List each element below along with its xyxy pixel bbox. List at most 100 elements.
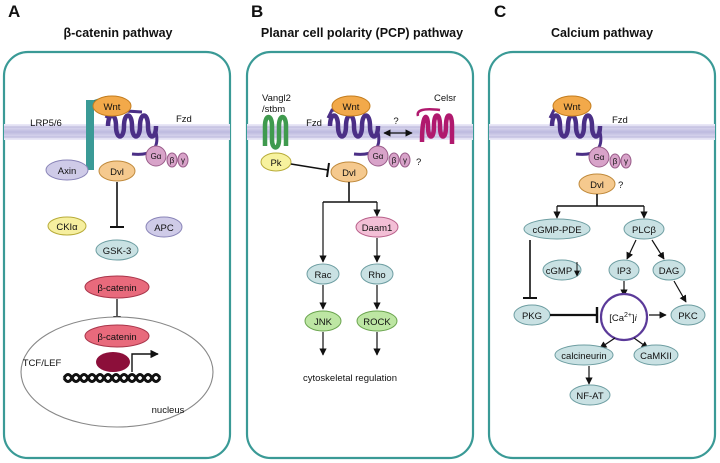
cytoskeletal-label: cytoskeletal regulation xyxy=(303,373,397,384)
ip3-node xyxy=(608,259,640,281)
fzd-label: Fzd xyxy=(176,114,192,125)
bcatenin-nuclear-label: β-catenin xyxy=(97,332,136,343)
apc-node xyxy=(145,216,183,238)
dag-node xyxy=(652,259,686,281)
galpha-subunit-b xyxy=(367,145,389,167)
rho-node xyxy=(360,263,394,285)
gbeta-label-b: β xyxy=(392,156,397,165)
panel-a-title: β-catenin pathway xyxy=(63,26,172,40)
fzd-receptor xyxy=(105,113,159,139)
panel-c-content: Fzd Wnt Gα β γ Dvl ? cGMP-PDE PLCβ cGMP xyxy=(513,95,706,406)
nucleus xyxy=(20,316,214,428)
vangl-label-line2: /stbm xyxy=(262,104,285,115)
wnt-label: Wnt xyxy=(104,102,121,113)
gprotein-question-b: ? xyxy=(416,157,421,168)
calcineurin-label: calcineurin xyxy=(561,351,606,362)
pk-node xyxy=(260,152,292,172)
cgmp-label: cGMP xyxy=(546,266,572,277)
calcium-node xyxy=(599,292,649,342)
rho-label: Rho xyxy=(368,270,385,281)
galpha-label: Gα xyxy=(151,152,162,161)
ggamma-label-c: γ xyxy=(624,157,628,166)
wnt-ligand xyxy=(92,95,132,117)
dvl-label-b: Dvl xyxy=(342,168,356,179)
panel-c-letter: C xyxy=(494,2,506,21)
camkii-label: CaMKII xyxy=(640,351,672,362)
gsk-label: GSK-3 xyxy=(103,246,132,257)
gbeta-label: β xyxy=(170,156,175,165)
lrp-receptor xyxy=(86,100,94,170)
gbeta-label-c: β xyxy=(613,157,618,166)
rock-label: ROCK xyxy=(363,317,391,328)
panel-c-title: Calcium pathway xyxy=(551,26,653,40)
pkg-label: PKG xyxy=(522,311,542,322)
ggamma-subunit-b xyxy=(399,152,411,168)
ggamma-subunit xyxy=(177,152,189,168)
rock-node xyxy=(356,310,398,332)
transcription-arrow xyxy=(131,349,159,372)
pk-label: Pk xyxy=(270,158,281,169)
jnk-label: JNK xyxy=(314,317,333,328)
tcf-node xyxy=(96,352,130,372)
gsk-node xyxy=(95,239,139,261)
plc-node xyxy=(623,218,665,240)
panel-b-letter: B xyxy=(251,2,263,21)
rac-node xyxy=(306,263,340,285)
gbeta-subunit-b xyxy=(388,152,400,168)
dvl-label: Dvl xyxy=(110,167,124,178)
fzd-receptor-b xyxy=(327,113,381,139)
celsr-receptor xyxy=(419,113,455,144)
fzd-label-c: Fzd xyxy=(612,115,628,126)
daam-label: Daam1 xyxy=(362,223,393,234)
dvl-label-c: Dvl xyxy=(590,180,604,191)
celsr-label: Celsr xyxy=(434,93,456,104)
tcf-label: TCF/LEF xyxy=(23,358,62,369)
panel-b-content: Vangl2 /stbm Pk Fzd Wnt ? Celsr Gα β γ ?… xyxy=(260,93,456,384)
vangl-label-line1: Vangl2 xyxy=(262,93,291,104)
vangl-receptor xyxy=(262,114,289,150)
nucleus-label: nucleus xyxy=(152,405,185,416)
dvl-question-c: ? xyxy=(618,180,623,191)
ip3-label: IP3 xyxy=(617,266,631,277)
gbeta-subunit xyxy=(166,152,178,168)
calcium-label: [Ca2+]i xyxy=(609,312,637,324)
rac-label: Rac xyxy=(315,270,332,281)
ck-label: CKIα xyxy=(56,222,78,233)
galpha-label-b: Gα xyxy=(373,152,384,161)
plc-label: PLCβ xyxy=(632,225,656,236)
wnt-label-b: Wnt xyxy=(343,102,360,113)
bcatenin-nuclear xyxy=(84,324,150,348)
fzd-label-b: Fzd xyxy=(306,118,322,129)
axin-label: Axin xyxy=(58,166,76,177)
axin-node xyxy=(45,159,89,181)
galpha-subunit xyxy=(145,145,167,167)
fzd-receptor-c xyxy=(549,113,603,139)
ggamma-label-b: γ xyxy=(403,156,407,165)
camkii-node xyxy=(633,344,679,366)
panel-b-title: Planar cell polarity (PCP) pathway xyxy=(261,26,463,40)
cgmp-pde-label: cGMP-PDE xyxy=(532,225,581,236)
jnk-node xyxy=(304,310,342,332)
cgmp-node xyxy=(542,259,582,281)
apc-label: APC xyxy=(154,223,174,234)
nfat-label: NF-AT xyxy=(576,391,603,402)
panel-c-membrane xyxy=(489,124,715,140)
panel-a-content: LRP5/6 Fzd Wnt Gα β γ Axin Dvl CKIα APC … xyxy=(20,95,214,428)
dvl-node xyxy=(98,160,136,182)
panel-a-letter: A xyxy=(8,2,20,21)
pkc-label: PKC xyxy=(678,311,698,322)
ggamma-label: γ xyxy=(181,156,185,165)
pkc-node xyxy=(670,304,706,326)
calcineurin-node xyxy=(554,344,614,366)
gbeta-subunit-c xyxy=(609,153,621,169)
bcatenin-cytoplasm xyxy=(84,275,150,299)
bcatenin-cytoplasm-label: β-catenin xyxy=(97,283,136,294)
galpha-label-c: Gα xyxy=(594,153,605,162)
wnt-ligand-b xyxy=(331,95,371,117)
daam-node xyxy=(355,216,399,238)
wnt-ligand-c xyxy=(552,95,592,117)
ggamma-subunit-c xyxy=(620,153,632,169)
nfat-node xyxy=(569,384,611,406)
fzd-celsr-question: ? xyxy=(393,116,398,127)
